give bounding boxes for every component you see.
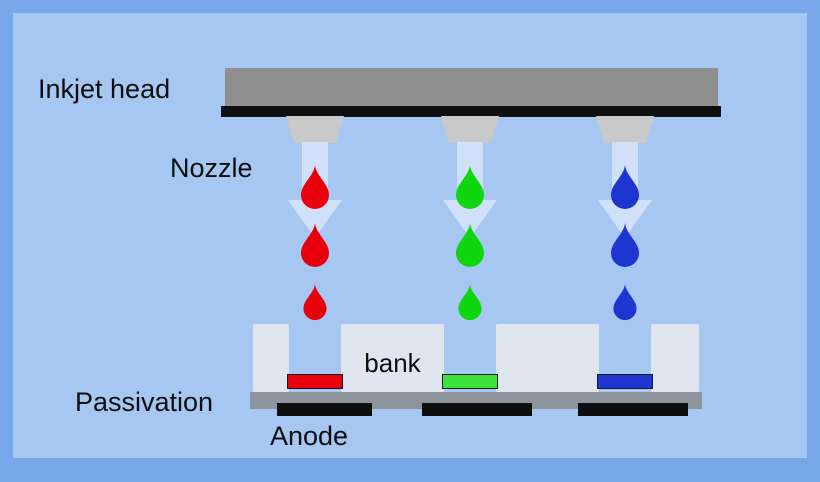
pixel-layer-blue <box>597 374 653 389</box>
ink-droplet-red <box>301 165 329 209</box>
nozzle-green <box>441 116 499 143</box>
pixel-layer-red <box>287 374 343 389</box>
bank-block <box>496 324 599 392</box>
ink-droplet-green <box>456 165 484 209</box>
pixel-layer-green <box>442 374 498 389</box>
inkjet-head-bottom-edge <box>221 106 721 117</box>
inkjet-head-bar <box>225 68 718 106</box>
label-anode: Anode <box>270 421 349 451</box>
anode-bar <box>422 403 532 416</box>
bank-block <box>253 324 289 392</box>
nozzle-red <box>286 116 344 143</box>
ink-droplet-red <box>303 283 327 321</box>
ink-droplet-red <box>301 223 329 267</box>
ink-droplet-green <box>458 283 482 321</box>
anode-bar <box>277 403 372 416</box>
ink-droplet-blue <box>611 165 639 209</box>
bank-block <box>341 324 444 392</box>
nozzle-blue <box>596 116 654 143</box>
label-bank: bank <box>364 348 421 378</box>
ink-droplet-blue <box>613 283 637 321</box>
bank-block <box>651 324 699 392</box>
ink-droplet-blue <box>611 223 639 267</box>
ink-droplet-green <box>456 223 484 267</box>
label-nozzle: Nozzle <box>170 153 253 183</box>
label-passivation: Passivation <box>75 387 214 417</box>
anode-bar <box>578 403 688 416</box>
label-inkjet-head: Inkjet head <box>38 74 171 104</box>
